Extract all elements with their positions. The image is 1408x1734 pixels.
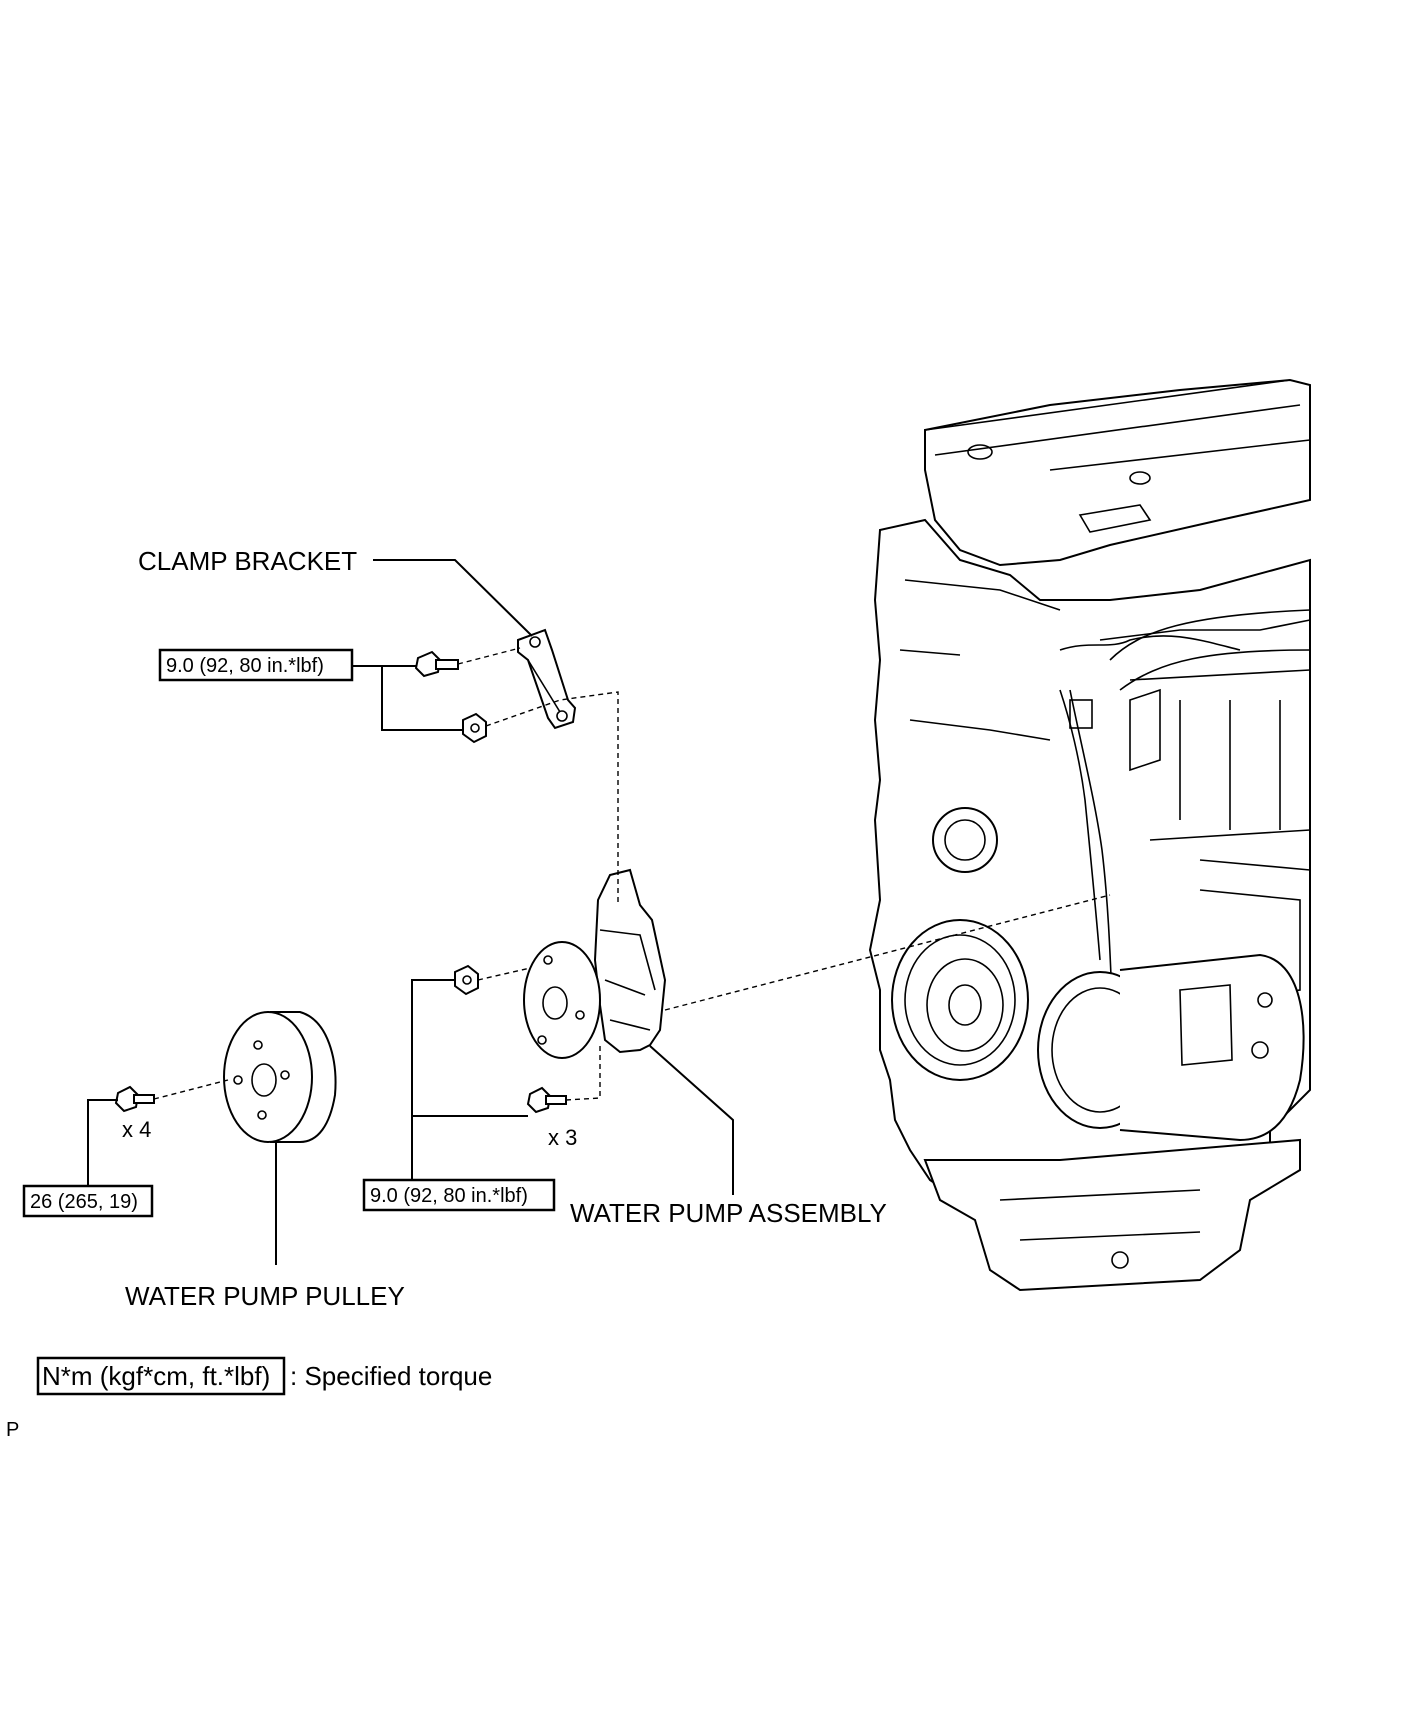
legend-description: : Specified torque <box>290 1361 492 1391</box>
bracket-nut <box>462 712 487 744</box>
torque-box-pulley-frame <box>22 1184 154 1218</box>
qty-pump-bolts: x 3 <box>548 1125 577 1150</box>
torque-pulley: 26 (265, 19) <box>30 1191 138 1213</box>
water-pump-pulley-part <box>223 1011 337 1143</box>
pump-bolt <box>526 1086 567 1114</box>
torque-box-pump-frame <box>362 1178 556 1212</box>
label-clamp-bracket: CLAMP BRACKET <box>138 546 357 576</box>
corner-code: P <box>6 1419 19 1441</box>
bracket-bolt <box>414 650 459 678</box>
label-water-pump-assembly: WATER PUMP ASSEMBLY <box>570 1198 887 1228</box>
engine-illustration <box>868 378 1311 1292</box>
clamp-bracket-part <box>517 628 577 730</box>
alignment-lines <box>153 647 1111 1101</box>
water-pump-assembly-part <box>523 868 667 1059</box>
legend-unit-box-frame <box>36 1356 286 1396</box>
torque-pump: 9.0 (92, 80 in.*lbf) <box>370 1185 528 1207</box>
label-water-pump-pulley: WATER PUMP PULLEY <box>125 1281 405 1311</box>
pulley-bolt <box>114 1085 155 1113</box>
torque-bracket: 9.0 (92, 80 in.*lbf) <box>166 655 324 677</box>
torque-box-bracket-frame <box>158 648 354 682</box>
leader-lines <box>87 559 734 1265</box>
legend-unit: N*m (kgf*cm, ft.*lbf) <box>42 1361 270 1391</box>
qty-pulley-bolts: x 4 <box>122 1117 151 1142</box>
pump-nut <box>454 964 479 996</box>
